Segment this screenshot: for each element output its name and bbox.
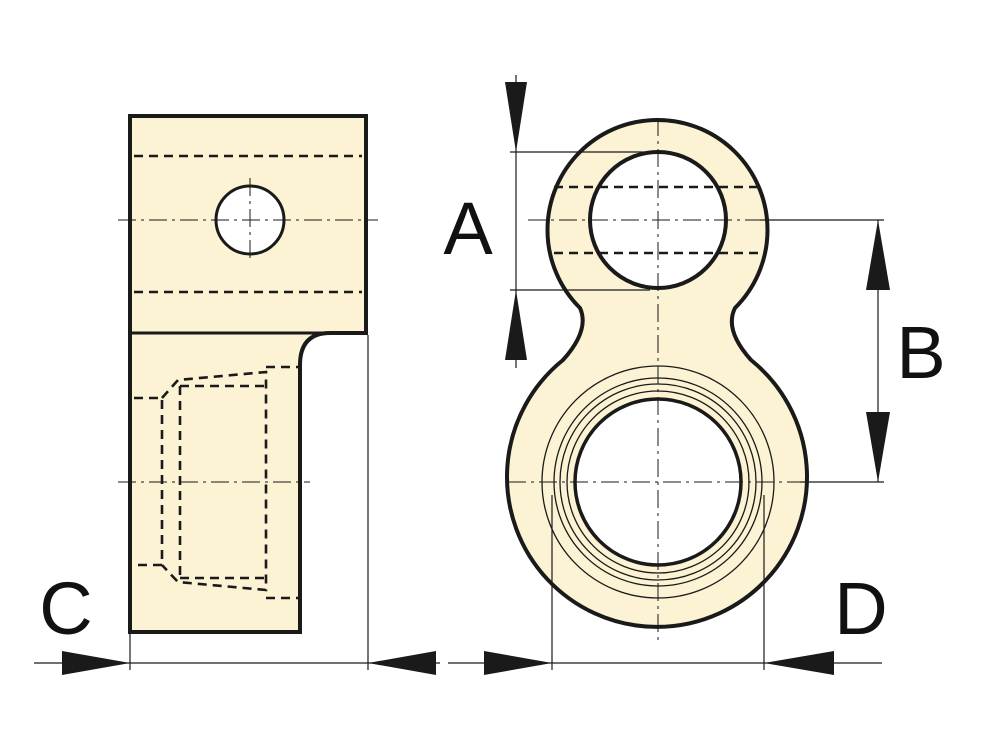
front-view: [505, 117, 809, 640]
arrow-head: [368, 651, 436, 675]
side-view: [118, 114, 378, 634]
dimension-label-c: C: [39, 567, 92, 650]
dimension-d: D: [448, 495, 888, 675]
arrow-head: [62, 651, 130, 675]
dimension-label-d: D: [834, 567, 887, 650]
dimension-b: B: [760, 219, 946, 483]
arrow-head: [505, 290, 527, 360]
dimension-a: A: [443, 75, 650, 368]
dimension-label-a: A: [443, 187, 493, 270]
arrow-head: [484, 651, 552, 675]
arrow-head: [764, 651, 834, 675]
arrow-head: [866, 412, 890, 482]
hidden-line: [161, 370, 268, 592]
dimension-c: C: [34, 335, 440, 675]
arrow-head: [505, 82, 527, 152]
dimension-label-b: B: [896, 311, 945, 394]
arrow-head: [866, 220, 890, 290]
